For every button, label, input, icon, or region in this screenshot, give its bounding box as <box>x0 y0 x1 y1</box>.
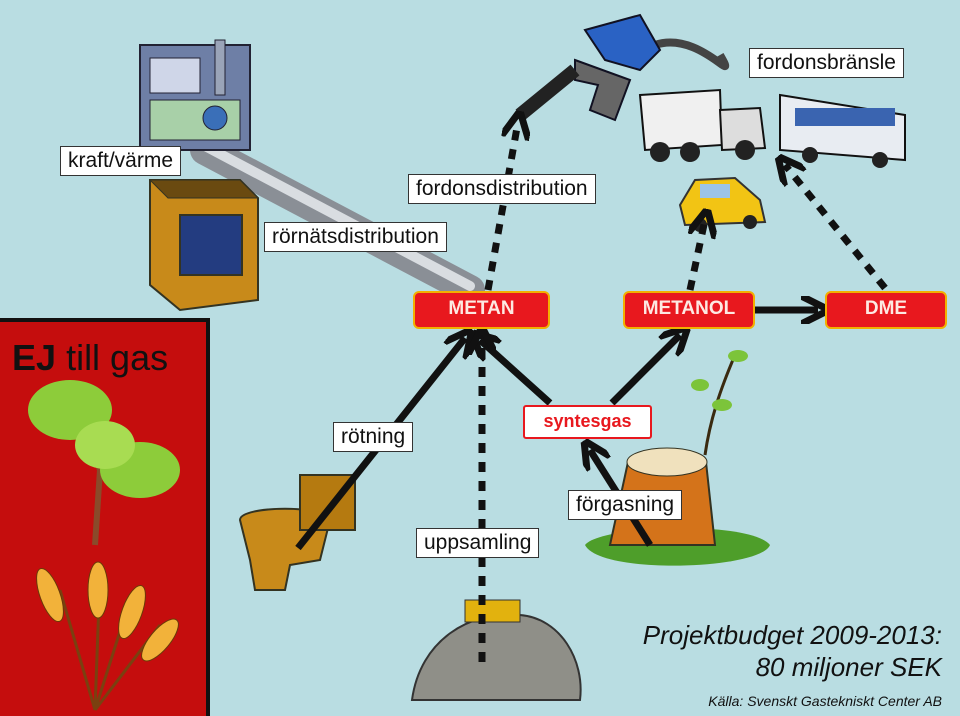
box-metan: METAN <box>413 291 550 329</box>
landfill-icon <box>410 599 582 701</box>
box-dme: DME <box>825 291 947 329</box>
label-fordonsbransle: fordonsbränsle <box>749 48 904 78</box>
tree-icon <box>28 380 180 546</box>
toilet-icon <box>238 474 356 591</box>
label-rornatsdistribution: rörnätsdistribution <box>264 222 447 252</box>
pipeline-icon <box>190 135 485 305</box>
budget-line2: 80 miljoner SEK <box>755 652 942 682</box>
tree-stump-icon <box>585 350 770 566</box>
fuel-nozzle-icon <box>515 13 730 122</box>
bus-icon <box>779 93 906 168</box>
not-gas-title: EJ till gas <box>12 337 169 378</box>
arrow-metan-fordon <box>484 122 518 291</box>
box-metanol: METANOL <box>623 291 755 329</box>
arrow-dme-bus <box>785 165 888 291</box>
arrow-metanol-car <box>686 220 705 291</box>
box-syntesgas: syntesgas <box>523 405 652 439</box>
budget-line1: Projektbudget 2009-2013: <box>642 620 942 650</box>
label-fordonsdistribution: fordonsdistribution <box>408 174 596 204</box>
label-forgasning: förgasning <box>568 490 683 520</box>
arrow-syntesgas-metanol <box>609 335 680 406</box>
arrow-syntesgas-metan <box>480 340 553 406</box>
source-note: Källa: Svenskt Gastekniskt Center AB <box>708 693 942 709</box>
power-plant-icon <box>139 39 251 151</box>
truck-icon <box>638 88 767 162</box>
wheat-icon <box>36 561 179 711</box>
label-uppsamling: uppsamling <box>416 528 540 558</box>
car-icon <box>678 176 767 232</box>
stove-icon <box>148 179 260 312</box>
dashed-arrows <box>482 122 888 662</box>
label-kraft-varme: kraft/värme <box>60 146 182 176</box>
not-gas-panel <box>0 318 210 716</box>
label-rotning: rötning <box>333 422 414 452</box>
